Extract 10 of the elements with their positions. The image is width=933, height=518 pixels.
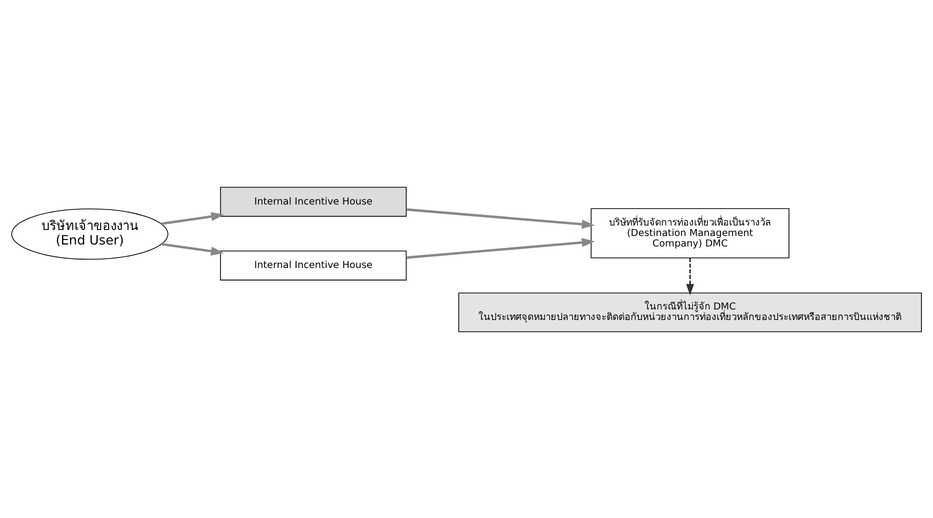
arrow [686, 257, 694, 295]
arrow [406, 208, 595, 228]
node-box: ในกรณีที่ไม่รู้จัก DMC ในประเทศจุดหมายปลายทางจะติดต่อกับหน่วยงานการท่องเที่ยวหลักของประเทศหรือสายการบินแห่งชาติ [458, 292, 922, 332]
arrow [162, 242, 224, 256]
arrow [406, 237, 595, 258]
node-box: บริษัทที่รับจัดการท่องเที่ยวเพื่อเป็นรางวัล (Destination Management Company) DMC [590, 208, 790, 258]
node-ellipse: บริษัทเจ้าของงาน (End User) [11, 208, 168, 260]
node-box: Internal Incentive House [220, 250, 407, 280]
arrow [161, 212, 224, 224]
node-box: Internal Incentive House [220, 186, 407, 216]
